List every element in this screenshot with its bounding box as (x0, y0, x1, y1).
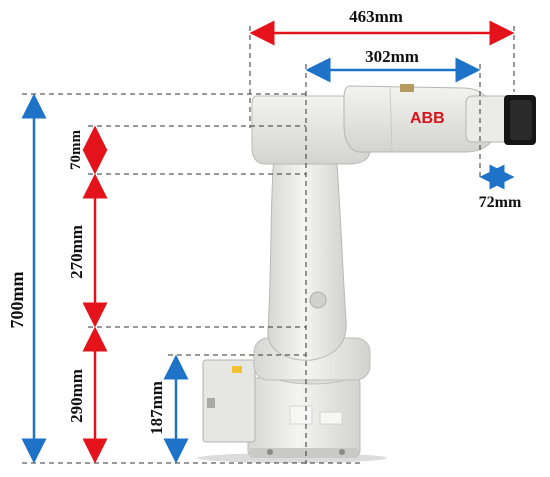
label-total-height: 700mm (7, 272, 27, 329)
label-upper-arm-reach: 302mm (365, 47, 419, 66)
label-segment-bottom: 290mm (67, 369, 86, 423)
abb-logo: ABB (410, 110, 445, 127)
label-segment-middle: 270mm (67, 225, 86, 279)
label-top-reach: 463mm (349, 7, 403, 26)
robot-picture (197, 84, 536, 463)
label-flange-length: 72mm (479, 194, 522, 211)
label-segment-top: 70mm (68, 130, 84, 170)
label-base-height: 187mm (147, 381, 166, 435)
